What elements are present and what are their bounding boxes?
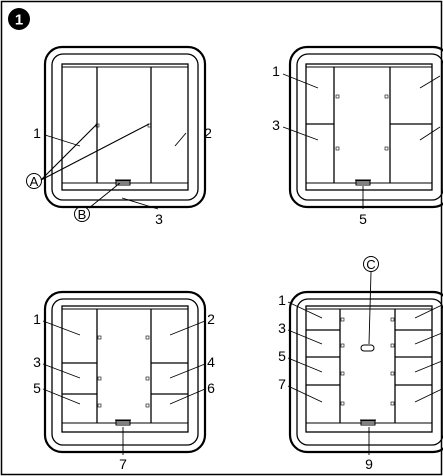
- figure-badge: 1: [8, 8, 30, 30]
- figure-badge-number: 1: [15, 12, 23, 29]
- callout-label: A: [30, 174, 39, 189]
- panel-five-button-labels: 1 2 3 4 5: [272, 63, 443, 227]
- led-indicator: [340, 371, 345, 376]
- number-label: 3: [155, 211, 163, 227]
- led-indicator: [97, 376, 102, 381]
- callout-circle: [363, 256, 379, 272]
- number-label: 4: [207, 354, 215, 370]
- led-indicator: [390, 371, 395, 376]
- led-indicator: [335, 146, 340, 151]
- led-indicator: [145, 403, 150, 408]
- status-led: [115, 180, 131, 186]
- number-label: 3: [278, 320, 286, 336]
- led-indicator: [340, 401, 345, 406]
- number-label: 7: [278, 376, 286, 392]
- panel-plate: [61, 305, 189, 433]
- number-label: 3: [33, 354, 41, 370]
- panel-plate: [305, 63, 433, 191]
- panel-plate: [61, 63, 189, 191]
- led-indicator: [384, 94, 389, 99]
- number-label: 5: [359, 211, 367, 227]
- led-indicator: [145, 376, 150, 381]
- panel-frame-outer: [288, 45, 443, 209]
- callout-circle: [26, 173, 42, 189]
- panel-frame-inner: [51, 53, 199, 201]
- led-indicator: [335, 94, 340, 99]
- status-led: [115, 420, 131, 426]
- callout-label: C: [366, 257, 375, 272]
- panel-frame-outer: [43, 290, 207, 454]
- led-indicator: [97, 403, 102, 408]
- led-indicator: [145, 335, 150, 340]
- number-label: 2: [207, 311, 215, 327]
- number-label: 1: [278, 292, 286, 308]
- led-indicator: [340, 317, 345, 322]
- callout-label: B: [78, 207, 87, 222]
- led-indicator: [147, 123, 152, 128]
- number-label: 1: [33, 311, 41, 327]
- number-label: 2: [204, 125, 212, 141]
- panel-five-button: [282, 45, 443, 209]
- number-label: 1: [33, 125, 41, 141]
- led-indicator: [390, 401, 395, 406]
- led-indicator: [390, 343, 395, 348]
- callout-circle: [74, 206, 90, 222]
- number-label: 3: [272, 117, 280, 133]
- status-led: [360, 420, 376, 426]
- number-label: 1: [272, 63, 280, 79]
- number-label: 9: [365, 456, 373, 472]
- number-label: 6: [207, 380, 215, 396]
- panel-frame-outer: [43, 45, 207, 209]
- panel-nine-button: [287, 256, 443, 455]
- sensor-window: [360, 344, 375, 352]
- panel-nine-button-labels: 1 2 3 4 5 6 7 8 9 C: [278, 257, 376, 472]
- led-indicator: [97, 335, 102, 340]
- panel-plate: [305, 305, 433, 433]
- panel-three-button: [26, 45, 207, 222]
- panel-three-button-labels: 1 2 3 A B: [30, 125, 212, 227]
- panel-seven-button: [42, 290, 207, 455]
- led-indicator: [340, 343, 345, 348]
- panel-frame-inner: [51, 298, 199, 446]
- status-led: [355, 180, 371, 186]
- number-label: 7: [119, 456, 127, 472]
- number-label: 5: [33, 380, 41, 396]
- panel-frame-inner: [296, 53, 443, 201]
- panel-seven-button-labels: 1 2 3 4 5 6 7: [33, 311, 215, 472]
- number-label: 5: [278, 348, 286, 364]
- led-indicator: [390, 317, 395, 322]
- led-indicator: [384, 146, 389, 151]
